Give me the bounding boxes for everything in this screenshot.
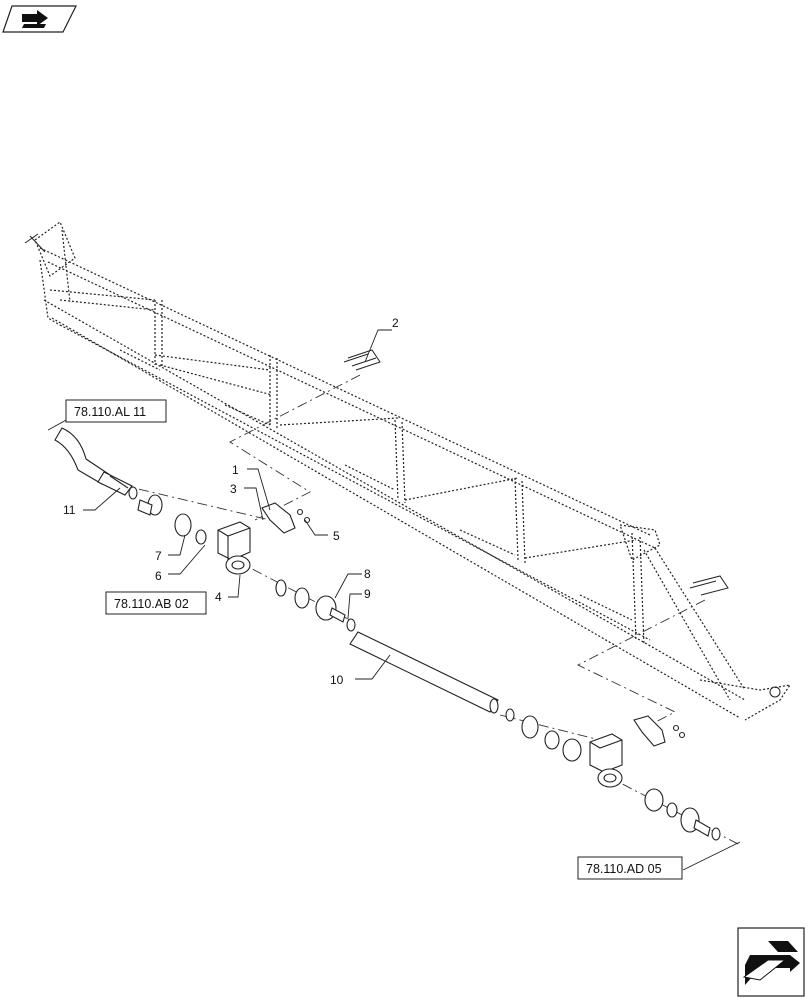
reference-box-al11[interactable]: 78.110.AL 11 (65, 399, 167, 423)
callout-3: 3 (230, 482, 237, 496)
callout-1: 1 (232, 463, 239, 477)
callout-2: 2 (392, 316, 399, 330)
fitting-parts-right (505, 708, 721, 841)
callout-9: 9 (364, 587, 371, 601)
callout-8: 8 (364, 567, 371, 581)
callout-4: 4 (215, 590, 222, 604)
u-bolt (343, 349, 381, 371)
reference-label-ab02: 78.110.AB 02 (114, 597, 189, 611)
book-arrow-icon[interactable] (2, 5, 77, 33)
fitting-parts-left (128, 486, 207, 545)
callout-6: 6 (155, 569, 162, 583)
boom-frame (24, 221, 792, 721)
reference-box-ab02[interactable]: 78.110.AB 02 (105, 591, 207, 615)
fitting-parts-middle (275, 579, 356, 632)
hose-11 (54, 427, 133, 496)
reference-label-ad05: 78.110.AD 05 (586, 862, 662, 876)
reference-label-al11: 78.110.AL 11 (74, 405, 146, 419)
reference-box-ad05[interactable]: 78.110.AD 05 (577, 856, 683, 880)
callout-11: 11 (63, 503, 76, 517)
tube-10 (349, 631, 499, 714)
u-bolt-right (689, 575, 729, 596)
callout-10: 10 (330, 673, 344, 687)
next-page-arrow-icon[interactable] (737, 927, 805, 997)
callout-5: 5 (333, 529, 340, 543)
bolts-5 (296, 508, 686, 739)
leader-lines (47, 329, 741, 871)
callout-7: 7 (155, 549, 162, 563)
nozzle-body-left (217, 502, 296, 575)
